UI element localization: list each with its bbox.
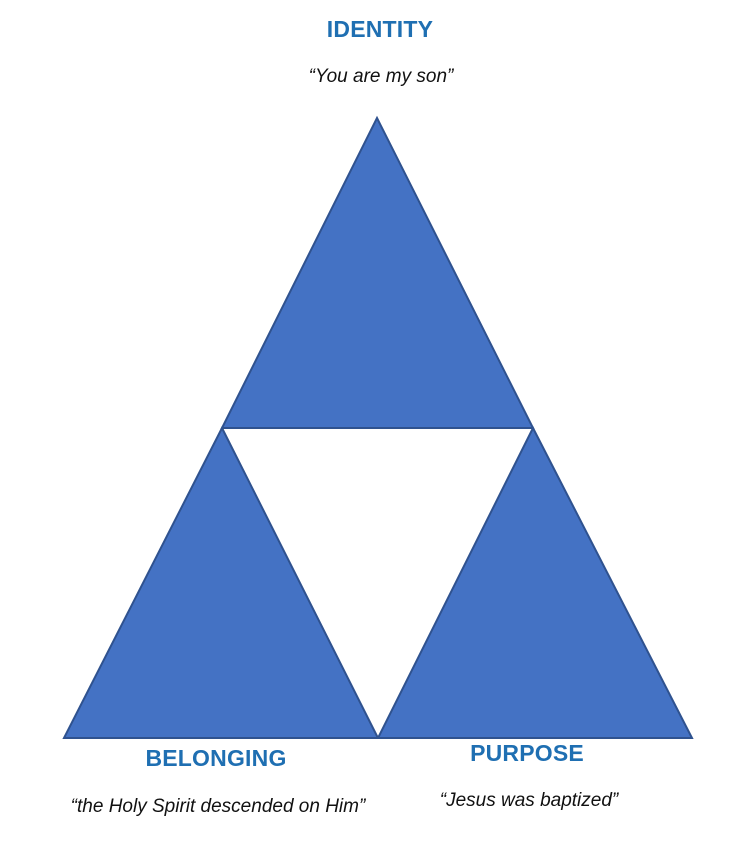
purpose-triangle [376, 425, 694, 739]
purpose-heading: PURPOSE [470, 740, 584, 766]
purpose-quote: “Jesus was baptized” [439, 790, 619, 811]
belonging-triangle [62, 425, 380, 739]
identity-triangle [220, 115, 535, 429]
identity-heading: IDENTITY [326, 16, 434, 42]
identity-quote: “You are my son” [308, 66, 454, 87]
belonging-heading: BELONGING [145, 745, 287, 771]
belonging-quote: “the Holy Spirit descended on Him” [70, 796, 366, 817]
